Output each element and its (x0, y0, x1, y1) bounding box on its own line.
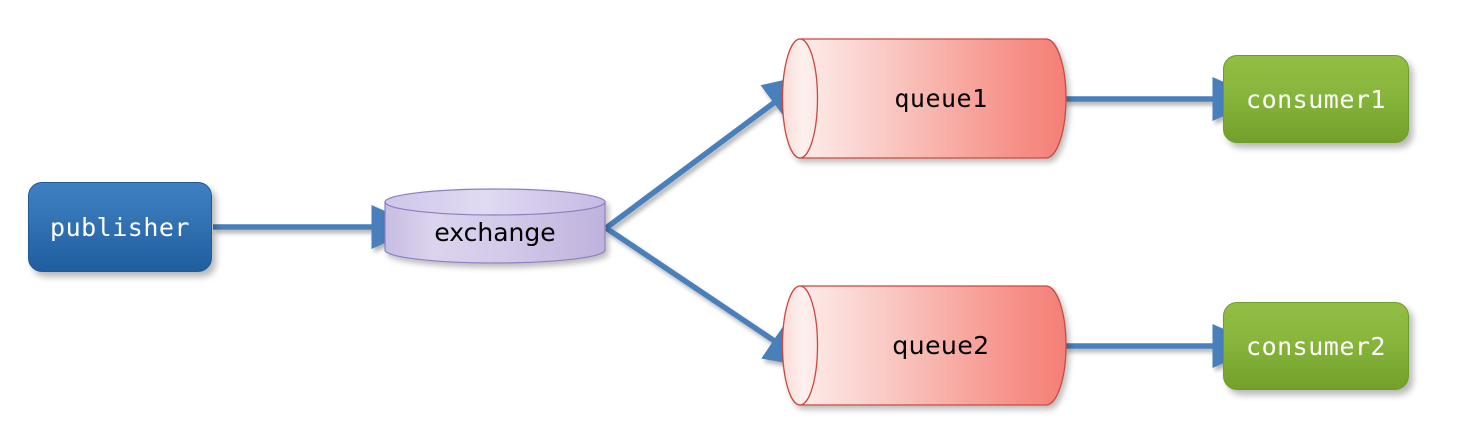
node-queue2-label: queue2 (892, 331, 990, 360)
node-consumer2[interactable]: consumer2 (1223, 302, 1409, 390)
node-exchange-label: exchange (434, 217, 556, 247)
node-consumer1[interactable]: consumer1 (1223, 55, 1409, 143)
node-publisher-label: publisher (50, 212, 190, 242)
node-queue1[interactable]: queue1 (781, 38, 1067, 159)
node-consumer2-label: consumer2 (1246, 331, 1386, 361)
node-consumer1-label: consumer1 (1246, 84, 1386, 114)
exchange-cylinder-shape (384, 188, 606, 264)
node-exchange[interactable]: exchange (384, 188, 606, 264)
queue2-cylinder-shape (781, 285, 1067, 406)
node-publisher[interactable]: publisher (28, 182, 212, 272)
node-queue1-label: queue1 (894, 84, 988, 113)
node-queue2[interactable]: queue2 (781, 285, 1067, 406)
edge-exchange-to-queue2 (604, 225, 815, 368)
edge-exchange-to-queue1 (604, 73, 814, 231)
